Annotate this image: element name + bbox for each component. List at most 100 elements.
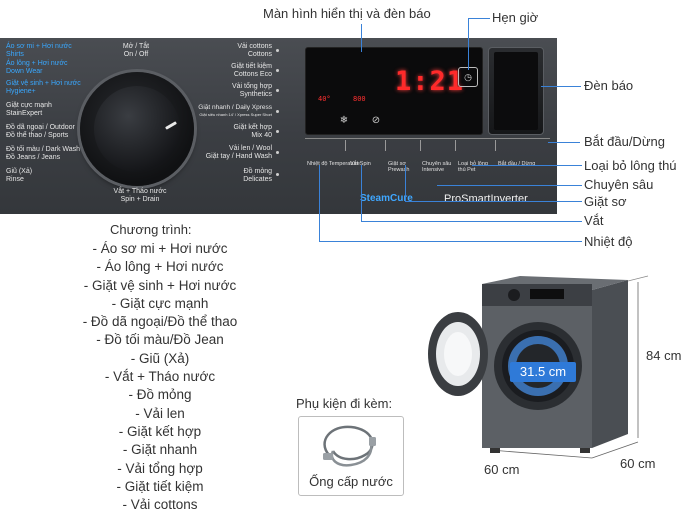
temperature-button[interactable]: Nhiệt độ Temperature — [307, 161, 360, 167]
annotation-line — [437, 185, 582, 186]
start-stop-indicator — [494, 52, 538, 130]
program-item: - Giặt kết hợp — [118, 423, 202, 439]
accessory-name: Ống cấp nước — [309, 474, 393, 489]
washing-machine-illustration — [428, 275, 649, 459]
program-item: - Đồ mỏng — [128, 387, 192, 403]
dial-label: Giũ (Xả) — [6, 168, 33, 175]
program-item: - Áo sơ mi + Hơi nước — [92, 241, 228, 256]
dial-tick — [276, 49, 279, 52]
dial-label: Rinse — [6, 176, 24, 183]
annotation-intensive: Chuyên sâu — [584, 177, 654, 192]
no-spin-icon: ⊘ — [371, 115, 381, 126]
program-item: - Vải cottons — [122, 497, 198, 513]
dial-label: Delicates — [243, 176, 272, 183]
program-item: - Đồ dã ngoại/Đồ thể thao — [82, 314, 238, 330]
annotation-temperature: Nhiệt độ — [584, 234, 633, 249]
accessory-box — [298, 416, 404, 496]
timer-button[interactable]: ◷ — [458, 67, 478, 87]
dial-label: StainExpert — [6, 110, 43, 117]
annotation-start-stop: Bắt đầu/Dừng — [584, 134, 665, 149]
annotation-line — [548, 142, 580, 143]
program-item: - Đồ tối màu/Đồ Jean — [96, 332, 224, 348]
door-dimension-badge: 31.5 cm — [510, 362, 576, 382]
option-buttons-row — [305, 138, 550, 160]
dial-label: Đồ mỏng — [243, 168, 272, 175]
dial-tick — [276, 69, 279, 72]
dial-label: Synthetics — [239, 91, 272, 98]
dial-label: Đồ dã ngoại / Outdoor — [6, 124, 75, 131]
dial-tick — [276, 151, 279, 154]
annotation-indicator: Đèn báo — [584, 78, 634, 93]
dial-label: Giặt siêu nhanh 14' / Xpress Super Short — [199, 112, 272, 117]
annotation-line — [361, 165, 362, 221]
display-time: 1:21 — [395, 66, 465, 97]
dial-label: Áo lông + Hơi nước — [6, 60, 68, 67]
annotation-line — [405, 201, 582, 202]
dial-label: Giặt vệ sinh + Hơi nước — [6, 80, 81, 87]
program-item: - Giặt tiết kiệm — [116, 478, 204, 494]
annotation-line — [319, 241, 582, 242]
program-item: - Giũ (Xả) — [130, 350, 190, 366]
dial-label: Áo sơ mi + Hơi nước — [6, 43, 72, 50]
dial-label: Cottons Eco — [233, 71, 272, 78]
annotation-line — [319, 165, 320, 241]
prewash-button[interactable]: Giặt sơ Prewash — [388, 161, 410, 173]
accessory-title: Phụ kiện đi kèm: — [296, 396, 393, 411]
dial-label: Down Wear — [6, 68, 43, 75]
program-item: - Vải tổng hợp — [117, 460, 203, 476]
programs-title: Chương trình: — [110, 222, 192, 237]
dial-label: Giặt tay / Hand Wash — [205, 153, 272, 160]
annotation-line — [361, 221, 582, 222]
spin-drain-label: Vắt + Tháo nước — [113, 188, 167, 195]
intensive-button[interactable]: Chuyên sâu Intensive — [422, 161, 452, 173]
dial-label: Giặt tiết kiệm — [231, 63, 272, 70]
width-dimension: 60 cm — [484, 462, 520, 477]
program-item: - Vắt + Tháo nước — [104, 369, 216, 385]
button-divider — [385, 140, 386, 151]
dial-label: Vải tổng hợp — [231, 83, 272, 90]
annotation-spin: Vắt — [584, 213, 604, 228]
dial-label: Đồ Jeans / Jeans — [6, 154, 61, 161]
dial-label: Vải cottons — [237, 43, 272, 50]
dial-label: Giặt cực mạnh — [6, 102, 52, 109]
annotation-prewash: Giặt sơ — [584, 194, 627, 209]
dial-tick — [276, 130, 279, 133]
dial-label: Giặt nhanh / Daily Xpress — [198, 104, 272, 111]
start-stop-label: Bắt đầu / Dừng — [498, 161, 536, 167]
annotation-line — [541, 86, 581, 87]
annotation-pet-hair: Loại bỏ lông thú — [584, 158, 677, 173]
annotation-line — [468, 18, 469, 70]
dial-label: Shirts — [6, 51, 24, 58]
pet-hair-button[interactable]: Loại bỏ lông thú Pet — [458, 161, 488, 173]
program-item: - Giặt vệ sinh + Hơi nước — [83, 277, 237, 293]
dial-label: Mix 40 — [251, 132, 272, 139]
steamcure-logo: SteamCure — [360, 193, 413, 204]
program-item: - Áo lông + Hơi nước — [96, 259, 224, 275]
water-hose-icon — [323, 425, 376, 467]
dial-label: Giặt kết hợp — [233, 124, 272, 131]
button-divider — [345, 140, 346, 151]
display-spin-indicator: 800 — [353, 95, 366, 103]
annotation-display: Màn hình hiển thị và đèn báo — [263, 6, 431, 21]
programs-list: - Áo sơ mi + Hơi nước - Áo lông + Hơi nư… — [60, 240, 260, 514]
button-divider — [455, 140, 456, 151]
spin-button[interactable]: Vắt Spin — [350, 161, 371, 167]
annotation-line — [361, 24, 362, 52]
program-item: - Giặt nhanh — [122, 442, 198, 458]
onoff-label: Mở / Tắt — [122, 43, 150, 50]
dial-tick — [276, 110, 279, 113]
height-dimension: 84 cm — [646, 348, 682, 363]
onoff-label-en: On / Off — [123, 51, 149, 58]
lcd-display — [305, 47, 483, 135]
button-divider — [495, 140, 496, 151]
annotation-line — [405, 165, 406, 201]
dial-label: Cottons — [247, 51, 272, 58]
spin-drain-label-en: Spin + Drain — [120, 196, 160, 203]
dial-label: Đồ tối màu / Dark Wash — [6, 146, 81, 153]
prosmartinverter-logo: ProSmartInverter — [444, 193, 528, 205]
program-item: - Giặt cực mạnh — [111, 295, 209, 311]
dial-tick — [276, 89, 279, 92]
dial-tick — [276, 173, 279, 176]
annotation-line — [472, 165, 582, 166]
